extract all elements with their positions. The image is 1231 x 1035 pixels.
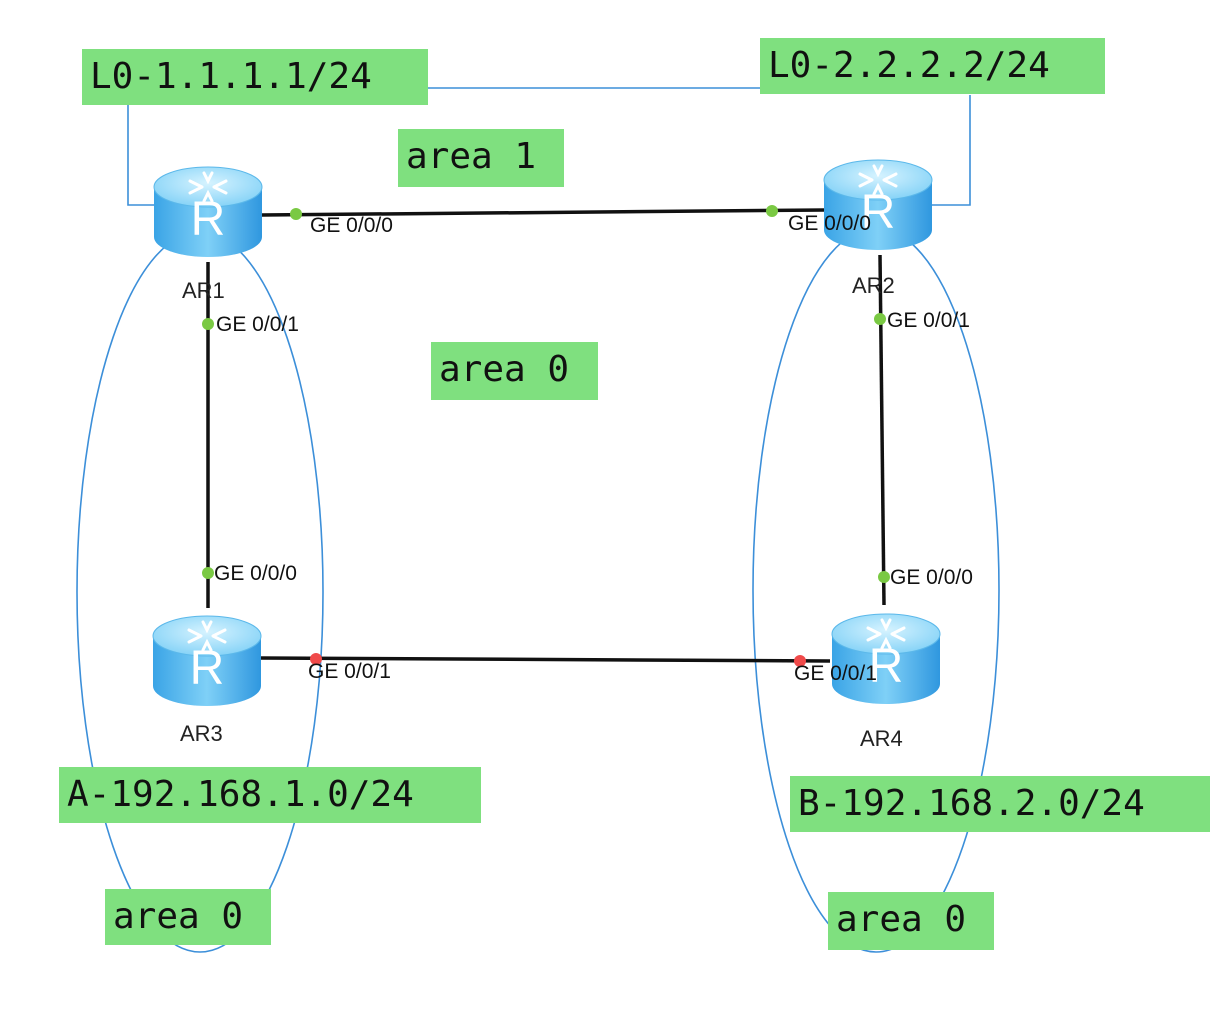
loopback-tag-ar2: L0-2.2.2.2/24 (760, 38, 1105, 94)
area-tag-right: area 0 (828, 892, 994, 950)
router-label-ar1: AR1 (182, 278, 225, 303)
area-tag-center: area 0 (431, 342, 598, 400)
port-dot-ar3-ge000 (202, 567, 214, 579)
port-label-ar1-ge000: GE 0/0/0 (310, 214, 393, 237)
area0-right-ellipse (752, 227, 1000, 953)
port-label-ar2-ge000: GE 0/0/0 (788, 212, 871, 235)
port-label-ar3-ge001: GE 0/0/1 (308, 660, 391, 683)
port-dot-ar3-ge001 (310, 653, 322, 665)
area-tag-top: area 1 (398, 129, 564, 187)
link-ar2-ar4[interactable] (878, 254, 886, 606)
router-icon (151, 614, 263, 708)
loopback-tag-ar1: L0-1.1.1.1/24 (82, 49, 428, 105)
port-dot-ar2-ge001 (874, 313, 886, 325)
port-label-ar4-ge000: GE 0/0/0 (890, 566, 973, 589)
area-tag-left: area 0 (105, 889, 271, 945)
router-ar2[interactable] (822, 158, 934, 252)
router-label-ar2: AR2 (852, 273, 895, 298)
links (206, 208, 886, 663)
router-ar4[interactable] (830, 612, 942, 706)
port-label-ar2-ge001: GE 0/0/1 (887, 309, 970, 332)
network-tag-a: A-192.168.1.0/24 (59, 767, 481, 823)
port-dot-ar4-ge001 (794, 655, 806, 667)
port-label-ar3-ge000: GE 0/0/0 (214, 562, 297, 585)
port-dot-ar1-ge001 (202, 318, 214, 330)
area0-left-ellipse (76, 231, 324, 953)
router-ar1[interactable] (152, 165, 264, 259)
link-ar3-ar4[interactable] (259, 656, 831, 663)
router-icon (822, 158, 934, 252)
port-dot-ar2-ge000 (766, 205, 778, 217)
router-label-ar4: AR4 (860, 726, 903, 751)
port-label-ar1-ge001: GE 0/0/1 (216, 313, 299, 336)
network-tag-b: B-192.168.2.0/24 (790, 776, 1210, 832)
port-label-ar4-ge001: GE 0/0/1 (794, 662, 877, 685)
router-icon (152, 165, 264, 259)
router-ar3[interactable] (151, 614, 263, 708)
router-icon (830, 612, 942, 706)
router-label-ar3: AR3 (180, 721, 223, 746)
link-ar1-ar2[interactable] (261, 208, 826, 217)
port-indicators (202, 205, 890, 667)
port-dot-ar1-ge000 (290, 208, 302, 220)
port-dot-ar4-ge000 (878, 571, 890, 583)
